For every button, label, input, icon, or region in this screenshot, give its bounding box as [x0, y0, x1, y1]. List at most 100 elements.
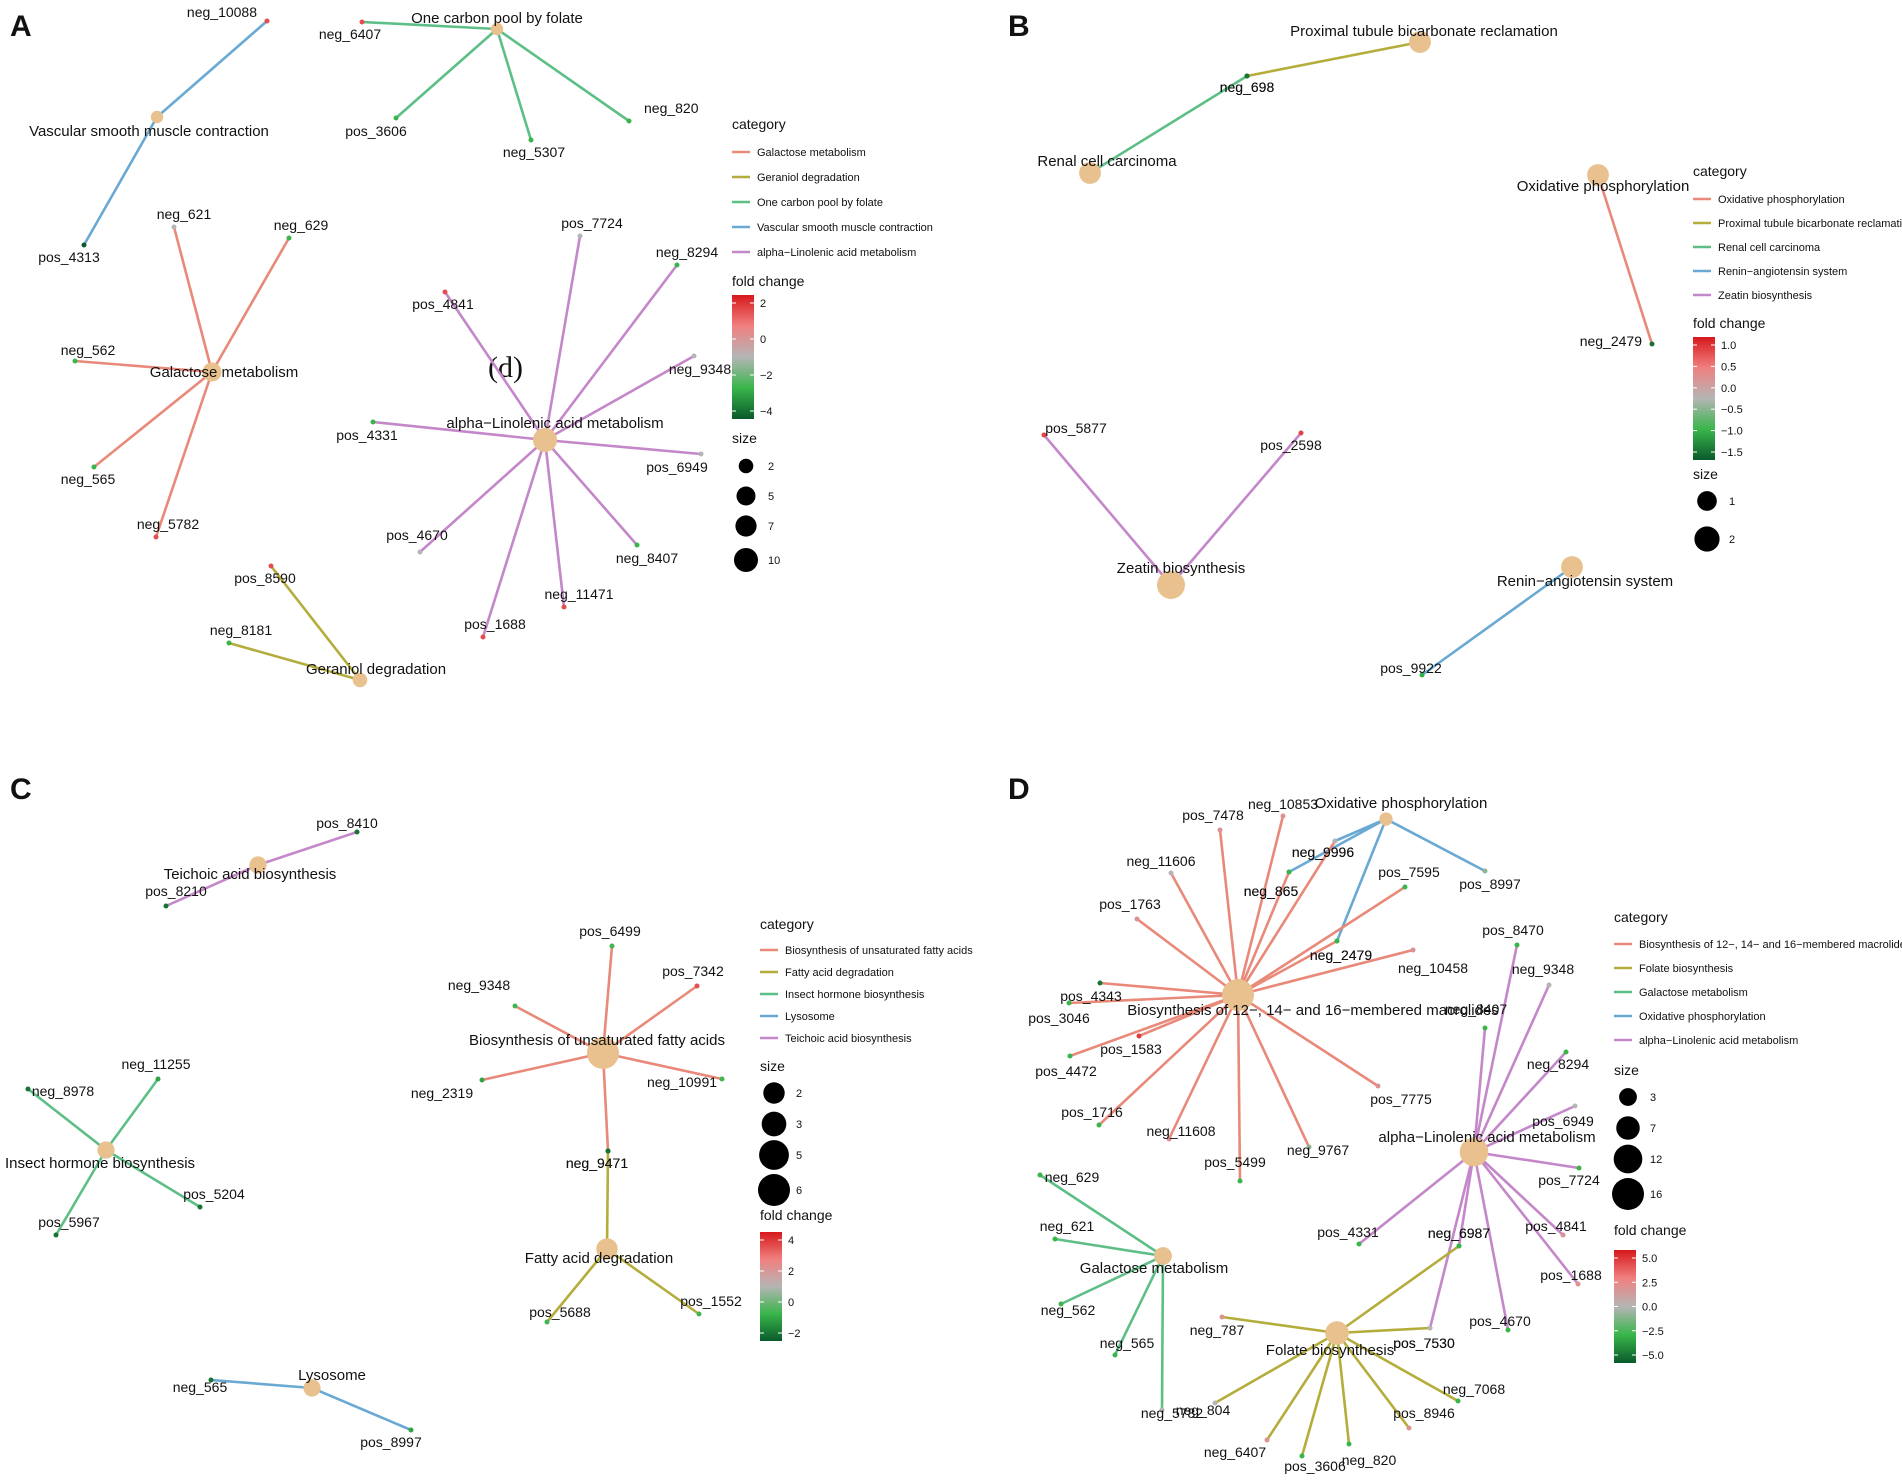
hub-label: Teichoic acid biosynthesis	[164, 866, 337, 883]
edge	[1060, 1254, 1164, 1306]
leaf-node	[1217, 827, 1223, 833]
legend-fold-tick: 0.5	[1721, 361, 1736, 373]
edge	[1237, 885, 1406, 997]
hub-label: Lysosome	[298, 1367, 366, 1384]
hub-node	[150, 110, 164, 124]
leaf-label: neg_621	[1040, 1218, 1095, 1234]
leaf-label: neg_787	[1190, 1322, 1245, 1338]
leaf-node	[442, 289, 448, 295]
edge	[481, 1051, 604, 1082]
leaf-label: pos_4343	[1060, 988, 1122, 1004]
hub-node	[352, 672, 368, 688]
legend-b-category-title: category	[1693, 163, 1747, 179]
edge	[1237, 939, 1338, 997]
legend-size-label: 7	[1650, 1123, 1656, 1135]
hub-label: Oxidative phosphorylation	[1315, 795, 1488, 812]
leaf-node	[171, 224, 177, 230]
legend-fold-tick: 2.5	[1642, 1277, 1657, 1289]
legend-size-label: 2	[768, 461, 774, 473]
leaf-label: neg_9348	[448, 977, 511, 993]
leaf-node	[393, 115, 399, 121]
legend-category-label: Zeatin biosynthesis	[1718, 290, 1813, 302]
edge	[395, 28, 498, 119]
leaf-label: neg_8294	[656, 244, 719, 260]
legend-c-category-title: category	[760, 916, 814, 932]
legend-category-label: Oxidative phosphorylation	[1718, 194, 1845, 206]
leaf-label: pos_5967	[38, 1214, 100, 1230]
legend-size-label: 5	[796, 1150, 802, 1162]
leaf-node	[1280, 813, 1286, 819]
hub-node	[202, 362, 222, 382]
edge	[1421, 565, 1573, 677]
leaf-label: pos_8997	[1459, 876, 1521, 892]
legend-size-dot	[1697, 491, 1717, 511]
legend-c-fold-title: fold change	[760, 1207, 833, 1223]
leaf-node	[1482, 868, 1488, 874]
hub-label: Renal cell carcinoma	[1037, 153, 1177, 170]
edge	[1170, 432, 1302, 586]
legend-size-label: 3	[1650, 1092, 1656, 1104]
leaf-node	[1299, 1453, 1305, 1459]
leaf-node	[72, 358, 78, 364]
leaf-label: pos_4841	[1525, 1218, 1587, 1234]
node-layer	[1037, 812, 1582, 1459]
legend-category-label: alpha−Linolenic acid metabolism	[757, 247, 916, 259]
leaf-label: pos_5499	[1204, 1154, 1266, 1170]
leaf-label: neg_9471	[566, 1155, 629, 1171]
legend-a-category-title: category	[732, 116, 786, 132]
legend-colorbar	[732, 295, 754, 419]
leaf-node	[1410, 947, 1416, 953]
leaf-node	[417, 549, 423, 555]
edge	[1385, 817, 1486, 873]
legend-fold-tick: −4	[760, 406, 773, 418]
edge	[1336, 1326, 1431, 1335]
legend-size-dot	[1616, 1116, 1640, 1140]
leaf-node	[264, 18, 270, 24]
leaf-node	[1356, 1241, 1362, 1247]
edge	[104, 1078, 160, 1151]
edge	[1218, 829, 1240, 996]
hub-node	[1325, 1321, 1349, 1345]
leaf-label: neg_10088	[187, 4, 257, 20]
leaf-node	[1406, 1425, 1412, 1431]
panel-letter-b: B	[1008, 10, 1030, 43]
edge	[1169, 872, 1240, 996]
edge	[605, 1150, 610, 1250]
leaf-node	[626, 118, 632, 124]
leaf-node	[1219, 1314, 1225, 1320]
legend-category-label: Geraniol degradation	[757, 172, 860, 184]
edge	[543, 439, 566, 608]
leaf-label: neg_562	[1041, 1302, 1096, 1318]
leaf-node	[1212, 1400, 1218, 1406]
legend-size-dot	[1613, 1144, 1643, 1174]
leaf-label: pos_1763	[1099, 896, 1161, 912]
edge	[156, 20, 268, 118]
leaf-node	[1298, 430, 1304, 436]
edge	[361, 20, 498, 31]
legend-size-dot	[738, 458, 754, 474]
leaf-node	[153, 534, 159, 540]
legend-a-size-title: size	[732, 430, 757, 446]
hub-label: Zeatin biosynthesis	[1117, 560, 1245, 577]
leaf-node	[1575, 1281, 1581, 1287]
leaf-label: pos_8997	[360, 1434, 422, 1450]
leaf-label: pos_4670	[386, 527, 448, 543]
legend-d-size-title: size	[1614, 1062, 1639, 1078]
edge	[1473, 1051, 1567, 1153]
edge	[1043, 434, 1172, 586]
leaf-node	[359, 19, 365, 25]
leaf-label: neg_5782	[1141, 1405, 1204, 1421]
edge	[1236, 815, 1285, 996]
legend-fold-tick: 0	[760, 334, 766, 346]
legend-fold-tick: 2	[788, 1266, 794, 1278]
hub-label: Oxidative phosphorylation	[1517, 178, 1690, 195]
legend-category-label: Biosynthesis of 12−, 14− and 16−membered…	[1639, 939, 1902, 951]
edge	[545, 1248, 609, 1323]
leaf-node	[408, 1427, 414, 1433]
leaf-label: pos_7724	[1538, 1172, 1600, 1188]
legend-fold-tick: −5.0	[1642, 1350, 1664, 1362]
edge	[1472, 1151, 1510, 1331]
hub-node	[1459, 1137, 1489, 1167]
legend-size-dot	[763, 1082, 785, 1104]
